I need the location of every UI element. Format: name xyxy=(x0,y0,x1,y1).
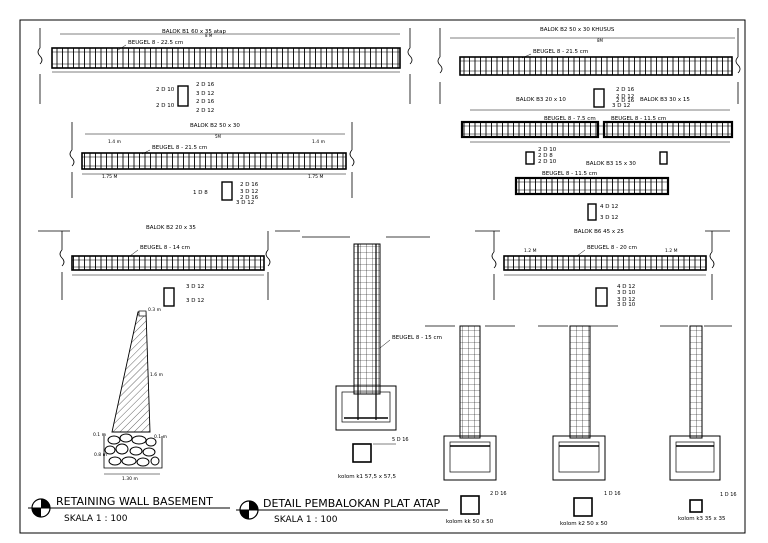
rebar-label: 2 D 16 xyxy=(616,87,635,93)
rebar-label: 3 D 12 xyxy=(600,215,618,221)
dim-label: 1.75 M xyxy=(102,174,117,180)
beam-b2k-title: BALOK B2 50 x 30 KHUSUS xyxy=(540,27,615,33)
rebar-label: 1 D 16 xyxy=(720,492,737,498)
beam-b3b-stirrup: BEUGEL 8 - 11.5 cm xyxy=(611,116,666,122)
dim-label: 1.2 M xyxy=(524,248,537,254)
rebar-label: 3 D 12 xyxy=(186,298,204,304)
rebar-label: 2 D 8 xyxy=(538,153,553,159)
rebar-label: 2 D 12 xyxy=(616,94,634,100)
dim-label: 1.4 m xyxy=(312,139,325,145)
retaining-wall-section: 0.3 m 1.6 m 0.1 m 0.1 m 0.8 m 1.30 m xyxy=(93,307,167,482)
dim-label: 0.3 m xyxy=(148,307,161,313)
rebar-label: 3 D 10 xyxy=(617,302,636,308)
title-left: RETAINING WALL BASEMENT xyxy=(56,495,213,508)
dim-label: 1.2 M xyxy=(665,248,678,254)
rebar-label: 1 D 8 xyxy=(193,190,208,196)
beam-b6-stirrup: BEUGEL 8 - 20 cm xyxy=(587,245,637,251)
dim-label: 0.1 m xyxy=(93,432,106,438)
scale-right: SKALA 1 : 100 xyxy=(274,515,338,525)
beam-b3-pair: BALOK B3 20 x 10 BALOK B3 30 x 15 2 D 16… xyxy=(460,87,734,165)
column-kk-label: kolom kk 50 x 50 xyxy=(446,519,494,525)
rebar-label: 2 D 16 xyxy=(240,195,259,201)
rebar-label: 2 D 10 xyxy=(156,87,175,93)
beam-b3-15x30: BALOK B3 15 x 30 BEUGEL 8 - 11.5 cm 4 D … xyxy=(514,161,670,221)
rebar-label: 2 D 10 xyxy=(538,147,557,153)
rebar-label: 1 D 16 xyxy=(604,491,621,497)
rebar-label: 5 D 16 xyxy=(392,437,409,443)
dim-label: 0.8 m xyxy=(94,452,107,458)
rebar-label: 3 D 12 xyxy=(186,284,204,290)
stone-foundation xyxy=(103,433,163,469)
rebar-label: 2 D 16 xyxy=(490,491,507,497)
beam-b2-50x30: BALOK B2 50 x 30 5M 1.4 m 1.4 m BEUGEL 8… xyxy=(69,122,355,206)
beam-b1-span: 8 M xyxy=(205,33,213,38)
beam-b1-atap: BALOK B1 60 x 35 atap 8 M BEUGEL 8 - 22.… xyxy=(37,28,413,114)
column-k2-section xyxy=(573,497,593,517)
rebar-label: 2 D 16 xyxy=(196,82,215,88)
column-k2-label: kolom k2 50 x 50 xyxy=(560,521,608,527)
rebar-label: 3 D 10 xyxy=(617,290,636,296)
column-kk-section xyxy=(460,495,480,515)
beam-b1-title: BALOK B1 60 x 35 atap xyxy=(162,29,227,35)
sheet-border xyxy=(19,19,746,534)
rebar-label: 2 D 16 xyxy=(240,182,259,188)
rebar-label: 2 D 10 xyxy=(156,103,175,109)
column-k1-label: kolom k1 57,5 x 57,5 xyxy=(338,474,397,480)
column-k1-stirrup: BEUGEL 8 - 15 cm xyxy=(392,335,442,341)
column-k3-section xyxy=(689,499,703,513)
beam-b2-20x35: BALOK B2 20 x 35 BEUGEL 8 - 14 cm 3 D 12… xyxy=(38,225,300,307)
rebar-label: 3 D 12 xyxy=(236,200,254,206)
beam-b2-khusus: BALOK B2 50 x 30 KHUSUS 8M BEUGEL 8 - 21… xyxy=(437,27,741,104)
column-k3-elevation: 1 D 16 kolom k3 35 x 35 xyxy=(660,325,737,522)
beam-b2k-span: 8M xyxy=(597,38,604,43)
beam-b3c-title: BALOK B3 15 x 30 xyxy=(586,161,636,167)
column-k1-section xyxy=(352,443,372,463)
scale-left: SKALA 1 : 100 xyxy=(64,514,128,524)
beam-b2s-title: BALOK B2 20 x 35 xyxy=(146,225,196,231)
dim-label: 1.30 m xyxy=(122,476,138,482)
title-right: DETAIL PEMBALOKAN PLAT ATAP xyxy=(263,497,440,510)
beam-b1-section xyxy=(177,85,189,107)
beam-b1-stirrup: BEUGEL 8 - 22.5 cm xyxy=(128,40,183,46)
rebar-label: 2 D 16 xyxy=(616,98,635,104)
beam-b3b-title: BALOK B3 30 x 15 xyxy=(640,97,690,103)
rebar-label: 2 D 16 xyxy=(196,99,215,105)
beam-b3a-title: BALOK B3 20 x 10 xyxy=(516,97,566,103)
dim-label: 1.4 m xyxy=(108,139,121,145)
beam-b2-title: BALOK B2 50 x 30 xyxy=(190,123,240,129)
column-k1-elevation: BEUGEL 8 - 15 cm 5 D 16 kolom k1 57,5 x … xyxy=(302,236,442,480)
dim-label: 0.1 m xyxy=(154,434,167,440)
dim-label: 1.6 m xyxy=(150,372,163,378)
rebar-label: 3 D 12 xyxy=(617,297,635,303)
rebar-label: 3 D 12 xyxy=(612,103,630,109)
dim-label: 1.75 M xyxy=(308,174,323,180)
rebar-label: 3 D 12 xyxy=(240,189,258,195)
column-k2-elevation: 1 D 16 kolom k2 50 x 50 xyxy=(538,325,621,527)
rebar-label: 3 D 12 xyxy=(196,91,214,97)
rebar-label: 2 D 12 xyxy=(196,108,214,114)
column-kk-elevation: 2 D 16 kolom kk 50 x 50 xyxy=(425,325,515,525)
beam-b2-stirrup: BEUGEL 8 - 21.5 cm xyxy=(152,145,207,151)
beam-b2s-stirrup: BEUGEL 8 - 14 cm xyxy=(140,245,190,251)
beam-b6-45x25: BALOK B6 45 x 25 1.2 M 1.2 M BEUGEL 8 - … xyxy=(475,229,730,308)
beam-b2-section xyxy=(221,181,233,201)
beam-b2-span: 5M xyxy=(215,134,222,139)
beam-b3a-stirrup: BEUGEL 8 - 7.5 cm xyxy=(544,116,596,122)
rebar-label: 2 D 10 xyxy=(538,159,557,165)
rebar-label: 4 D 12 xyxy=(617,284,635,290)
beam-b3c-stirrup: BEUGEL 8 - 11.5 cm xyxy=(542,171,597,177)
column-k3-label: kolom k3 35 x 35 xyxy=(678,516,726,522)
title-retaining-wall: RETAINING WALL BASEMENT SKALA 1 : 100 xyxy=(28,495,230,524)
title-detail-pembalokan: DETAIL PEMBALOKAN PLAT ATAP SKALA 1 : 10… xyxy=(236,497,448,525)
beam-b6-title: BALOK B6 45 x 25 xyxy=(574,229,624,235)
beam-b2k-stirrup: BEUGEL 8 - 21.5 cm xyxy=(533,49,588,55)
rebar-label: 4 D 12 xyxy=(600,204,618,210)
